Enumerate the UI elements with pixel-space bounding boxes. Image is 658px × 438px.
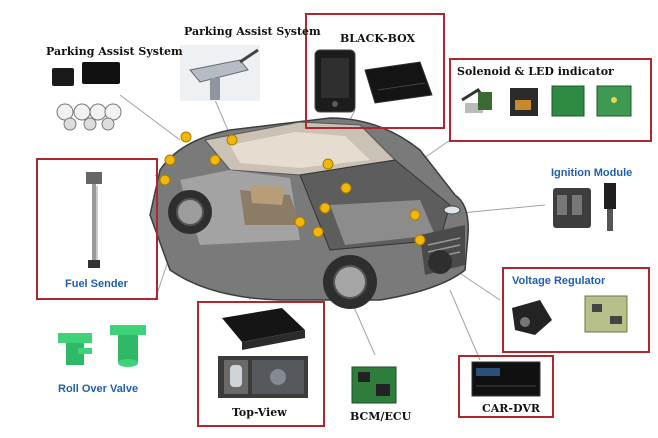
- solenoid-led-label: Solenoid & LED indicator: [457, 65, 614, 78]
- car-dvr-label: CAR-DVR: [482, 402, 541, 415]
- component-markers: [159, 131, 426, 246]
- voltage-regulator-label: Voltage Regulator: [512, 275, 606, 287]
- bcm-ecu-image: [351, 366, 397, 404]
- top-view-frame: [197, 301, 325, 427]
- ignition-module-label: Ignition Module: [551, 167, 633, 179]
- bcm-ecu-label: BCM/ECU: [350, 410, 412, 423]
- ignition-module-image: [553, 183, 616, 231]
- car-dvr-image: [471, 361, 541, 397]
- top-view-image: [218, 308, 308, 398]
- voltage-regulator-image: [512, 295, 628, 335]
- roll-over-valve-image: [58, 325, 146, 367]
- parking-assist-left-label: Parking Assist System: [46, 45, 183, 58]
- parking-assist-top-label: Parking Assist System: [184, 25, 321, 38]
- parking-assist-top-image: [180, 45, 260, 101]
- top-view-label: Top-View: [232, 406, 287, 419]
- fuel-sender-label: Fuel Sender: [65, 278, 128, 290]
- black-box-label: BLACK-BOX: [340, 32, 416, 45]
- roll-over-valve-label: Roll Over Valve: [58, 383, 139, 395]
- car-dvr-frame: [458, 355, 554, 418]
- black-box-image: [314, 49, 433, 113]
- solenoid-led-image: [461, 85, 632, 117]
- car-illustration: [149, 117, 469, 309]
- fuel-sender-frame: [36, 158, 158, 300]
- parking-assist-left-image: [52, 62, 122, 131]
- solenoid-led-frame: [449, 58, 652, 142]
- fuel-sender-image: [86, 172, 102, 268]
- voltage-regulator-frame: [502, 267, 650, 353]
- black-box-frame: [305, 13, 445, 129]
